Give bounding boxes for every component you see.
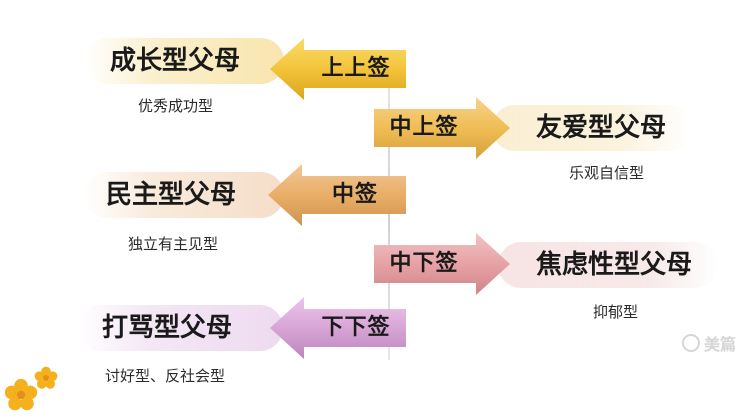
level-label-row-5: 下下签 — [321, 315, 391, 340]
title-band-row-2 — [492, 105, 692, 151]
arrow-right-icon — [374, 97, 510, 159]
title-row-1: 成长型父母 — [110, 46, 241, 76]
watermark: 美篇 — [681, 331, 736, 355]
title-row-5: 打骂型父母 — [102, 313, 233, 343]
watermark-text: 美篇 — [703, 335, 736, 354]
desc-row-5: 讨好型、反社会型 — [105, 367, 226, 385]
flower-icon — [4, 378, 38, 412]
arrow-left-icon — [270, 38, 406, 100]
title-band-row-4 — [498, 242, 718, 288]
arrow-left-icon — [270, 297, 406, 359]
desc-row-4: 抑郁型 — [593, 303, 639, 321]
desc-row-2: 乐观自信型 — [569, 164, 645, 182]
level-label-row-1: 上上签 — [321, 56, 391, 81]
center-axis-line — [388, 70, 390, 360]
arrow-row-5: 下下签 — [270, 297, 410, 359]
level-label-row-3: 中签 — [331, 182, 378, 207]
arrow-left-icon — [268, 164, 406, 226]
arrow-row-2: 中上签 — [370, 97, 510, 159]
flower-icon — [34, 366, 58, 390]
arrow-right-icon — [374, 233, 510, 295]
arrow-row-4: 中下签 — [370, 233, 510, 295]
desc-row-1: 优秀成功型 — [138, 97, 214, 115]
meipian-logo-icon — [681, 334, 700, 352]
title-band-row-5 — [78, 305, 283, 351]
title-band-row-3 — [84, 172, 284, 218]
title-row-2: 友爱型父母 — [536, 113, 667, 143]
title-row-3: 民主型父母 — [106, 180, 237, 210]
title-band-row-1 — [84, 38, 284, 84]
title-row-4: 焦虑性型父母 — [536, 250, 693, 280]
level-label-row-2: 中上签 — [389, 115, 459, 140]
level-label-row-4: 中下签 — [389, 251, 459, 276]
arrow-row-3: 中签 — [268, 164, 410, 226]
arrow-row-1: 上上签 — [270, 38, 410, 100]
desc-row-3: 独立有主见型 — [128, 235, 219, 253]
